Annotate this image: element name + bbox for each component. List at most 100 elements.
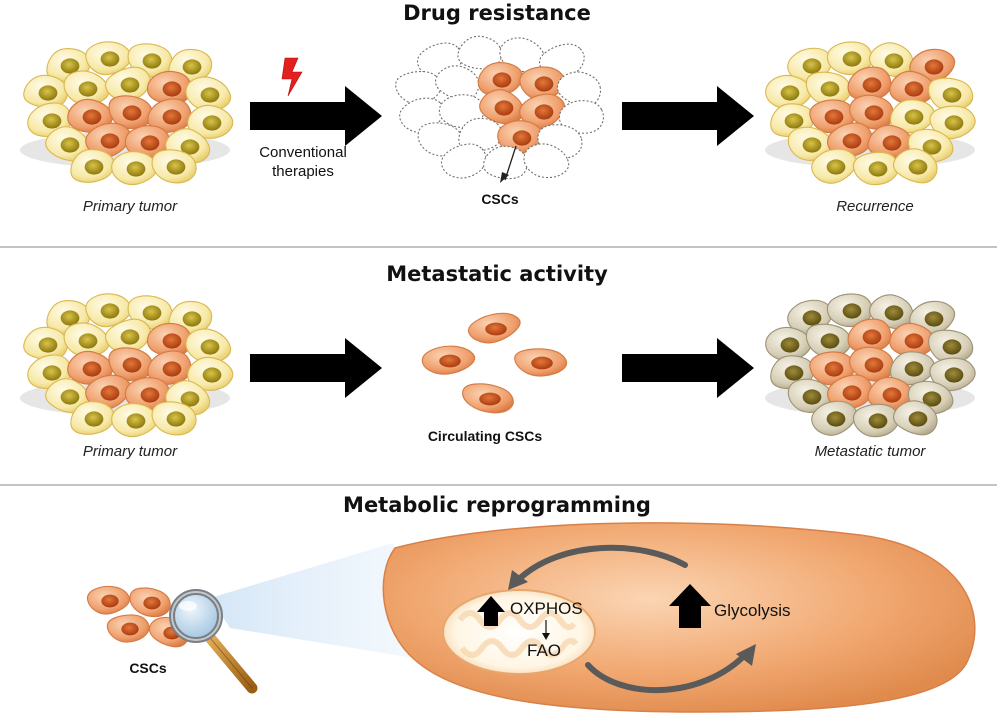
- nucleus: [42, 113, 62, 129]
- arrow-right: [250, 338, 382, 398]
- normal-cell: [892, 148, 938, 184]
- normal-cell: [45, 378, 91, 414]
- nucleus: [842, 51, 862, 67]
- nucleus: [200, 339, 220, 355]
- nucleus: [140, 387, 160, 403]
- nucleus: [884, 53, 904, 69]
- normal-cell: [45, 126, 91, 162]
- nucleus: [84, 411, 104, 427]
- csc-cell: [108, 95, 154, 130]
- up-arrow-glycolysis-icon: [669, 584, 711, 628]
- nucleus: [924, 59, 944, 75]
- nucleus: [38, 85, 58, 101]
- csc-cell: [462, 383, 514, 414]
- dead-cell: [558, 100, 605, 134]
- nucleus: [78, 81, 98, 97]
- csc-cell: [106, 614, 150, 643]
- nucleus: [162, 333, 182, 349]
- nucleus: [38, 337, 58, 353]
- nucleus: [202, 367, 222, 383]
- nucleus: [142, 305, 162, 321]
- metastatic-tumor-label: Metastatic tumor: [815, 443, 927, 460]
- nucleus: [826, 411, 846, 427]
- nucleus: [122, 357, 142, 373]
- nucleus: [142, 53, 162, 69]
- nucleus: [182, 59, 202, 75]
- nucleus: [126, 413, 146, 429]
- csc-cell: [514, 348, 568, 377]
- nucleus: [180, 139, 200, 155]
- nucleus: [439, 354, 461, 368]
- residual-csc-cluster: [395, 35, 605, 180]
- normal-cell: [23, 326, 68, 361]
- normal-cell: [111, 151, 158, 186]
- nucleus: [479, 392, 501, 406]
- dead-cell: [556, 71, 602, 107]
- normal-cell: [70, 401, 115, 435]
- nucleus: [824, 361, 844, 377]
- metastatic-cell: [811, 400, 858, 436]
- nucleus: [780, 85, 800, 101]
- nucleus: [826, 159, 846, 175]
- nucleus: [802, 310, 822, 326]
- up-arrow-oxphos-icon: [477, 596, 505, 626]
- dead-cell: [523, 143, 570, 179]
- nucleus: [904, 109, 924, 125]
- csc-cell: [809, 351, 856, 386]
- csc-cell: [849, 346, 894, 382]
- normal-cell: [852, 151, 900, 186]
- metastatic-cell: [852, 403, 900, 438]
- nucleus: [942, 339, 962, 355]
- normal-cell: [63, 70, 110, 106]
- normal-cell: [890, 99, 935, 134]
- nucleus: [534, 76, 554, 92]
- nucleus: [864, 105, 884, 121]
- metastatic-cell: [928, 329, 974, 364]
- nucleus: [802, 137, 822, 153]
- dead-cell: [457, 35, 503, 70]
- nucleus: [862, 77, 882, 93]
- nucleus: [60, 58, 80, 74]
- nucleus: [868, 161, 888, 177]
- nucleus: [82, 109, 102, 125]
- nucleus: [531, 356, 553, 370]
- arrow-right: [250, 86, 382, 146]
- csc-cell: [467, 312, 521, 344]
- normal-cell: [151, 401, 197, 436]
- nucleus: [512, 130, 532, 146]
- nucleus: [120, 77, 140, 93]
- nucleus: [42, 365, 62, 381]
- metastatic-cell: [892, 400, 938, 436]
- nucleus: [820, 333, 840, 349]
- normal-cell: [63, 322, 110, 358]
- nucleus: [126, 161, 146, 177]
- nucleus: [100, 51, 120, 67]
- nucleus: [60, 137, 80, 153]
- normal-cell: [187, 104, 234, 139]
- csc-cell: [849, 94, 894, 130]
- normal-cell: [187, 356, 234, 391]
- nucleus: [922, 391, 942, 407]
- nucleus: [202, 115, 222, 131]
- normal-cell: [928, 77, 974, 112]
- section-title-metastatic-activity: Metastatic activity: [386, 262, 608, 286]
- csc-cell: [421, 345, 476, 375]
- nucleus: [780, 337, 800, 353]
- cscs-label: CSCs: [481, 191, 519, 207]
- nucleus: [944, 367, 964, 383]
- normal-cell: [787, 126, 834, 161]
- nucleus: [802, 58, 822, 74]
- nucleus: [101, 594, 119, 608]
- nucleus: [100, 133, 120, 149]
- nucleus: [820, 81, 840, 97]
- metastatic-tumor-cluster: [765, 293, 976, 438]
- csc-cell: [889, 322, 936, 357]
- nucleus: [200, 87, 220, 103]
- oxphos-label: OXPHOS: [510, 599, 583, 618]
- nucleus: [862, 329, 882, 345]
- nucleus: [924, 311, 944, 327]
- normal-cell: [185, 76, 232, 112]
- nucleus: [942, 87, 962, 103]
- nucleus: [868, 413, 888, 429]
